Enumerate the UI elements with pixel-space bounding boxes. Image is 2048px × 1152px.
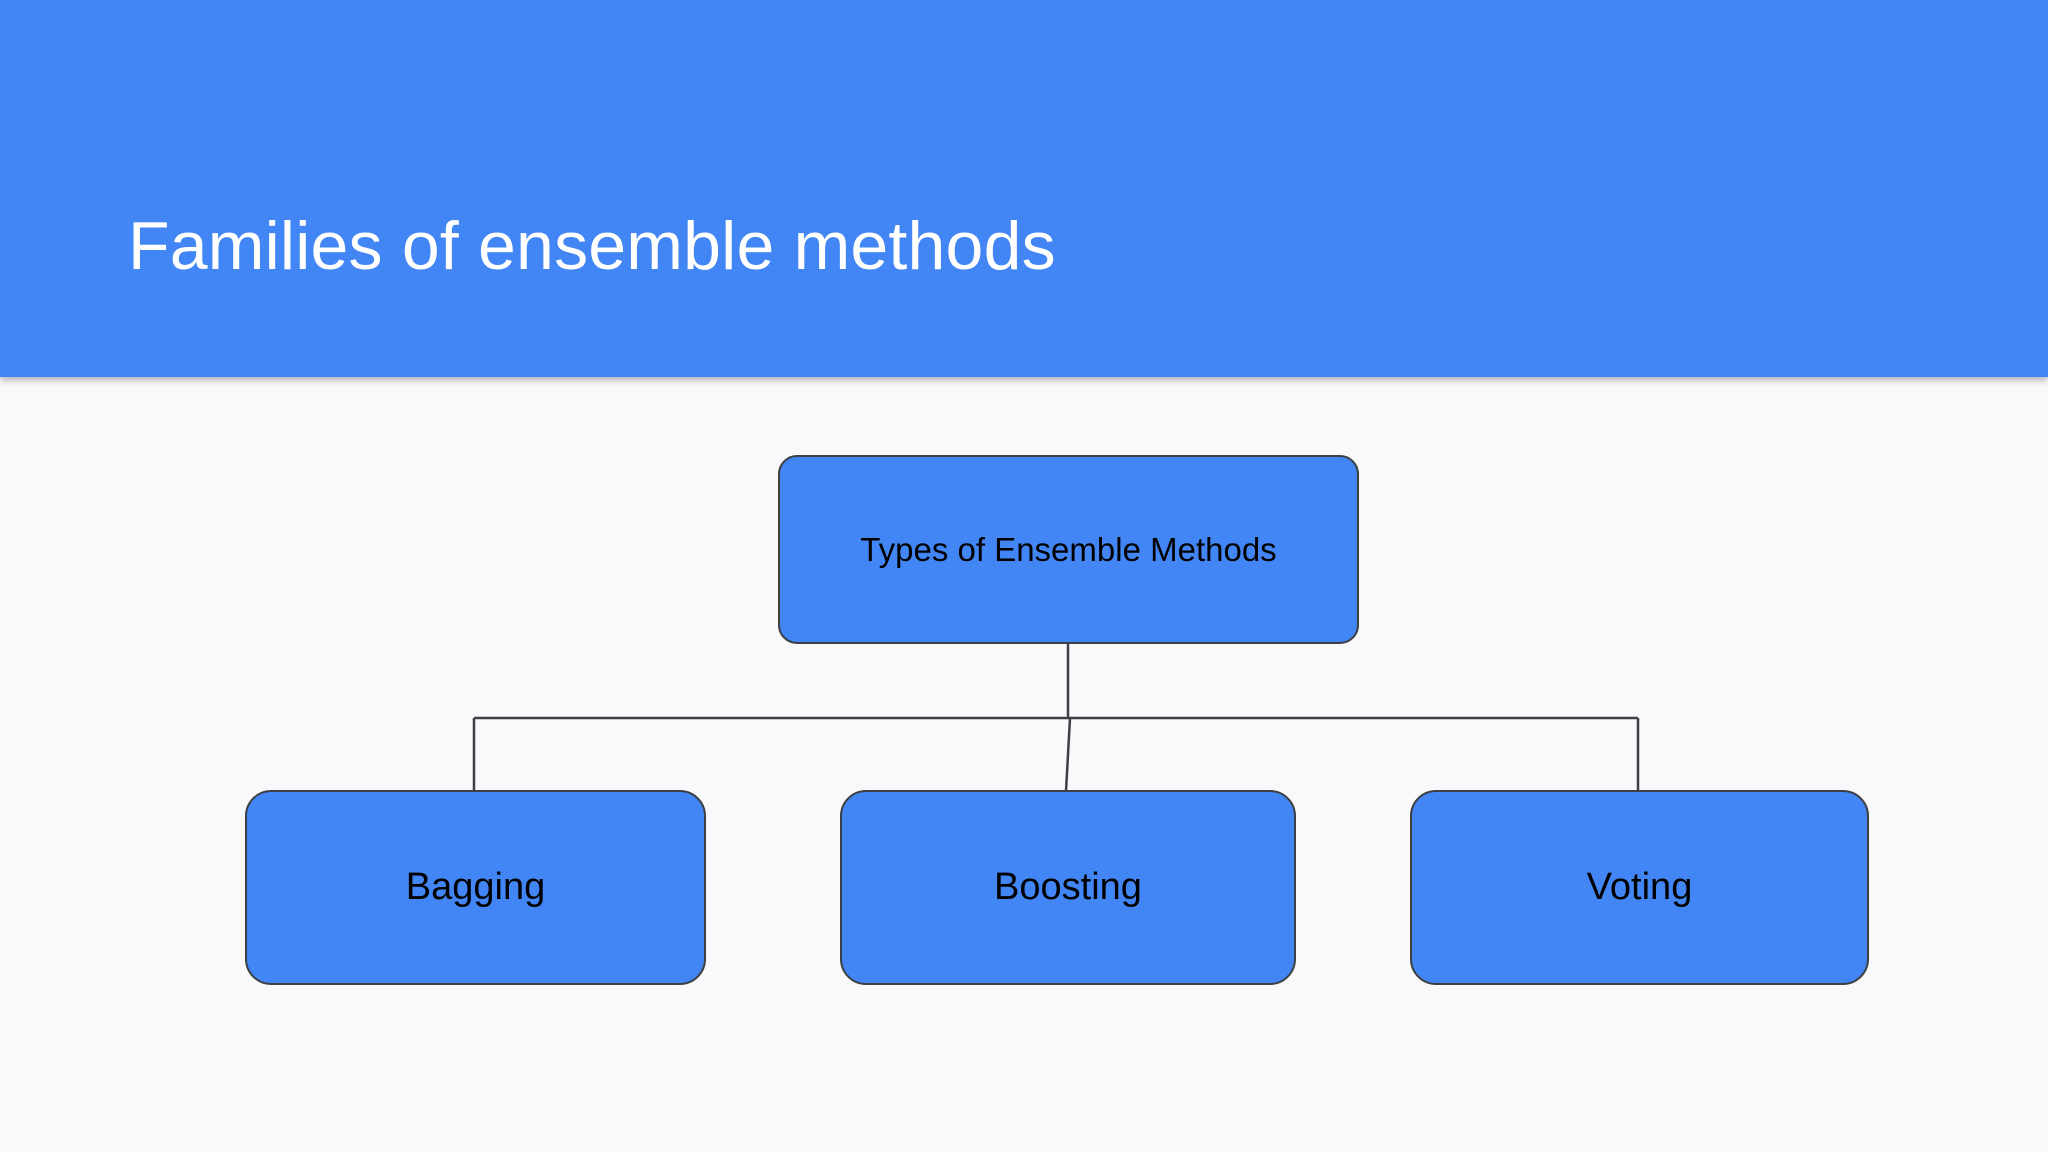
tree-node-boosting-label: Boosting xyxy=(994,865,1142,908)
tree-node-root[interactable]: Types of Ensemble Methods xyxy=(778,455,1359,644)
slide-header-band: Families of ensemble methods xyxy=(0,0,2048,377)
connector-drop-boosting xyxy=(1064,717,1072,792)
tree-node-voting[interactable]: Voting xyxy=(1410,790,1869,985)
ensemble-methods-tree-diagram: Types of Ensemble Methods Bagging Boosti… xyxy=(0,377,2048,1152)
tree-node-boosting[interactable]: Boosting xyxy=(840,790,1296,985)
tree-node-bagging[interactable]: Bagging xyxy=(245,790,706,985)
tree-node-bagging-label: Bagging xyxy=(405,865,546,908)
tree-node-root-label: Types of Ensemble Methods xyxy=(860,530,1277,568)
tree-node-voting-label: Voting xyxy=(1586,865,1693,908)
page-title: Families of ensemble methods xyxy=(128,208,1056,284)
